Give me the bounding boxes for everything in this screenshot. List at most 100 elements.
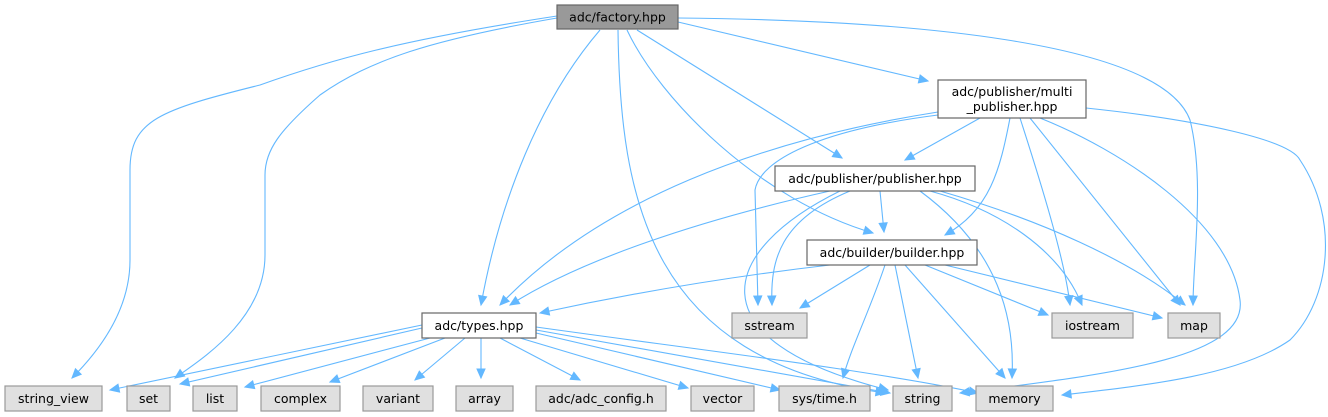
node-box — [421, 312, 537, 339]
node-label: adc/builder/builder.hpp — [820, 245, 965, 260]
node-adc-config: adc/adc_config.h — [535, 385, 667, 412]
edge-publisher-to-map — [939, 190, 1186, 306]
node-label: adc/publisher/publisher.hpp — [788, 171, 962, 186]
node-box — [892, 385, 953, 412]
edge-line — [959, 117, 1241, 394]
node-box — [778, 385, 871, 412]
edge-builder-to-sstream — [798, 264, 871, 309]
edge-types-to-vector — [519, 337, 690, 390]
node-box — [1167, 312, 1221, 339]
edge-arrowhead — [108, 383, 121, 393]
node-builder[interactable]: adc/builder/builder.hpp — [806, 239, 978, 266]
edge-arrowhead — [178, 377, 191, 387]
edge-arrowhead — [879, 386, 892, 397]
edge-line — [509, 190, 831, 306]
edge-arrowhead — [798, 298, 811, 309]
edge-types-to-variant — [414, 337, 466, 381]
edge-multi_publisher-to-sstream — [752, 114, 939, 307]
edge-types-to-list — [243, 337, 431, 390]
node-label: complex — [274, 391, 327, 406]
node-set: set — [126, 385, 171, 412]
edge-arrowhead — [766, 295, 777, 307]
edge-arrowhead — [1064, 294, 1074, 307]
edge-line — [771, 190, 851, 306]
node-label: _publisher.hpp — [966, 99, 1058, 114]
edge-arrowhead — [1174, 295, 1186, 306]
node-list: list — [192, 385, 238, 412]
node-box — [126, 385, 171, 412]
node-box — [731, 312, 808, 339]
edges-layer — [71, 15, 1326, 399]
edge-arrowhead — [911, 367, 921, 380]
node-label: set — [139, 391, 158, 406]
edge-arrowhead — [508, 295, 521, 306]
edge-line — [499, 111, 939, 306]
edge-types-to-complex — [328, 337, 446, 384]
node-box — [975, 385, 1054, 412]
edge-arrowhead — [1060, 389, 1072, 399]
node-sstream: sstream — [731, 312, 808, 339]
edge-line — [894, 264, 919, 379]
edge-line — [1061, 107, 1326, 396]
node-box — [774, 165, 976, 192]
node-string: string — [892, 385, 953, 412]
edge-arrowhead — [1188, 295, 1198, 307]
edge-arrowhead — [878, 222, 888, 234]
edge-types-to-string_view — [108, 324, 423, 393]
node-box — [535, 385, 667, 412]
node-label: string — [905, 391, 941, 406]
edge-multi_publisher-to-memory — [1060, 107, 1326, 399]
edge-line — [939, 190, 1186, 306]
edge-arrowhead — [476, 368, 486, 380]
node-label: adc/publisher/multi — [952, 84, 1073, 99]
edge-arrowhead — [995, 367, 1006, 379]
node-box — [1051, 312, 1134, 339]
node-factory[interactable]: adc/factory.hpp — [556, 4, 679, 30]
edge-line — [636, 29, 843, 159]
edge-arrowhead — [1007, 368, 1018, 380]
edge-builder-to-memory — [904, 264, 1006, 379]
edge-factory-to-publisher — [636, 29, 844, 159]
edge-builder-to-types — [538, 264, 831, 316]
node-label: adc/factory.hpp — [569, 10, 666, 25]
node-variant: variant — [362, 385, 434, 412]
node-label: vector — [703, 391, 744, 406]
edge-line — [929, 190, 1083, 306]
edge-factory-to-string — [617, 29, 887, 397]
node-box — [260, 385, 341, 412]
edge-arrowhead — [903, 151, 916, 161]
edge-line — [109, 324, 423, 391]
nodes-layer: adc/factory.hpp adc/publisher/multi_publi… — [4, 4, 1221, 412]
edge-line — [944, 264, 1163, 319]
node-label: memory — [988, 391, 1041, 406]
edge-line — [799, 264, 871, 309]
node-multi-publisher[interactable]: adc/publisher/multi_publisher.hpp — [937, 79, 1087, 119]
edge-arrowhead — [414, 370, 426, 381]
edge-publisher-to-memory — [919, 190, 1018, 380]
edge-arrowhead — [499, 294, 511, 306]
edge-line — [499, 337, 581, 381]
edge-line — [677, 17, 1199, 306]
edge-factory-to-map — [677, 17, 1199, 307]
edge-arrowhead — [173, 368, 186, 379]
edge-arrowhead — [769, 383, 782, 393]
node-publisher[interactable]: adc/publisher/publisher.hpp — [774, 165, 976, 192]
edge-publisher-to-builder — [878, 190, 888, 234]
node-label: variant — [376, 391, 420, 406]
edge-line — [904, 264, 1006, 379]
edge-line — [535, 326, 979, 394]
node-label: list — [206, 391, 224, 406]
node-vector: vector — [690, 385, 755, 412]
edge-arrowhead — [569, 371, 582, 381]
edge-line — [519, 337, 689, 389]
edge-types-to-array — [476, 338, 486, 380]
edge-arrowhead — [1037, 307, 1050, 316]
edge-line — [617, 29, 886, 394]
node-types[interactable]: adc/types.hpp — [421, 312, 537, 339]
edge-line — [539, 264, 831, 314]
edge-multi_publisher-to-string — [958, 117, 1241, 397]
edge-arrowhead — [1151, 311, 1164, 321]
node-label: string_view — [18, 391, 89, 406]
edge-line — [244, 337, 431, 388]
